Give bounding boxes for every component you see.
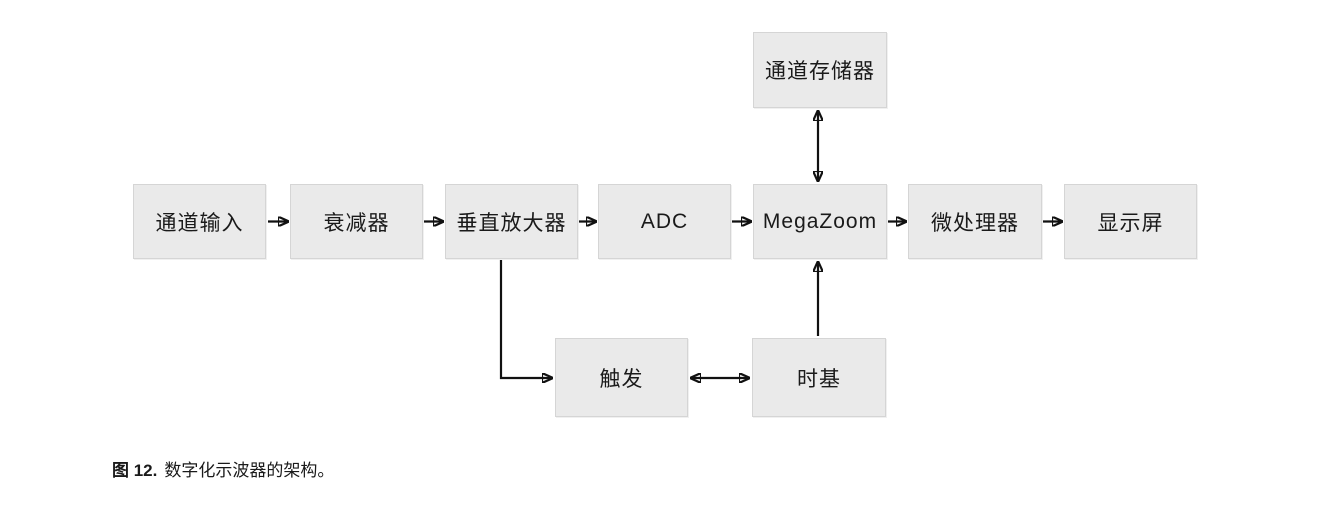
figure-caption-label: 图 12. (112, 461, 158, 480)
node-trigger: 触发 (555, 338, 688, 417)
node-adc: ADC (598, 184, 731, 259)
node-attenuator: 衰减器 (290, 184, 423, 259)
figure-caption: 图 12. 数字化示波器的架构。 (112, 456, 334, 481)
node-timebase: 时基 (752, 338, 886, 417)
elbow-arrow-vertical-amplifier-to-trigger (499, 260, 552, 378)
node-channel-input: 通道输入 (133, 184, 266, 259)
node-vertical-amplifier: 垂直放大器 (445, 184, 578, 259)
figure-caption-text: 数字化示波器的架构。 (164, 461, 335, 480)
node-display: 显示屏 (1064, 184, 1197, 259)
node-megazoom: MegaZoom (753, 184, 887, 259)
node-microprocessor: 微处理器 (908, 184, 1042, 259)
node-channel-memory: 通道存储器 (753, 32, 887, 108)
